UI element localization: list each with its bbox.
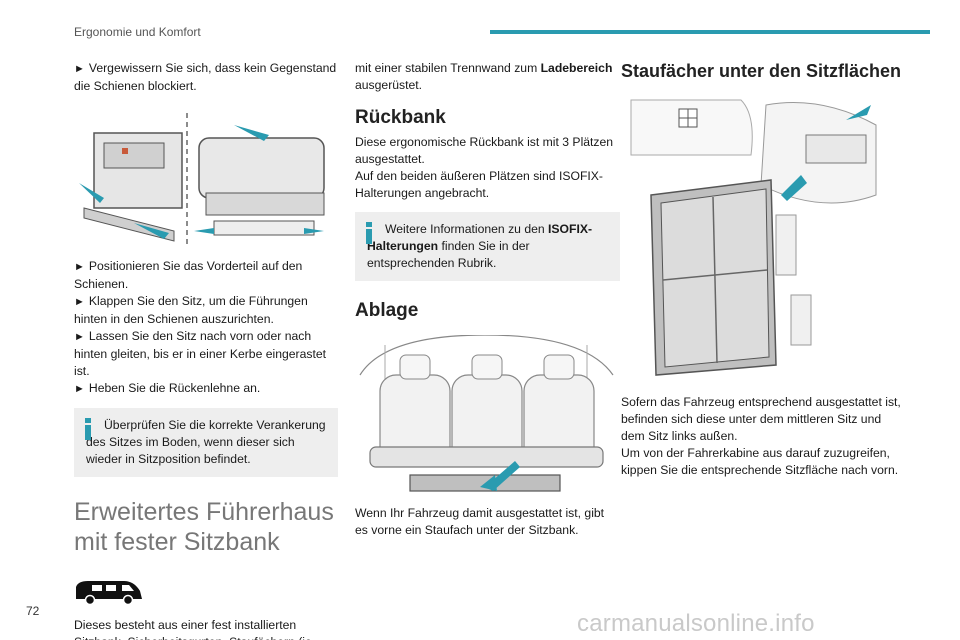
heading-rueckbank: Rückbank	[355, 107, 446, 128]
heading-staufaecher: Staufächer unter den Sitzflächen	[621, 61, 902, 81]
list-item: ►Klappen Sie den Sitz, um die Führungen …	[74, 294, 308, 326]
column-right: Staufächer unter den Sitzflächen Sofern …	[621, 60, 903, 479]
column-middle: mit einer stabilen Trennwand zum Ladeber…	[355, 60, 620, 539]
triangle-arrow-icon: ►	[74, 296, 85, 308]
list-item: ►Lassen Sie den Sitz nach vorn oder nach…	[74, 329, 327, 378]
paragraph-ablage: Wenn Ihr Fahrzeug damit ausgestattet ist…	[355, 506, 605, 537]
list-item: ►Heben Sie die Rückenlehne an.	[74, 381, 261, 395]
page-number: 72	[26, 604, 40, 618]
info-icon	[82, 418, 94, 440]
seat-rails-drawing	[79, 113, 325, 248]
bullet-list-seat-steps: ►Positionieren Sie das Vorderteil auf de…	[74, 258, 338, 398]
triangle-arrow-icon: ►	[74, 331, 85, 343]
paragraph-rails-check: ►Vergewissern Sie sich, dass kein Gegens…	[74, 61, 337, 93]
van-icon	[74, 577, 338, 607]
info-box-isofix: Weitere Informationen zu den ISOFIX-Halt…	[355, 212, 620, 281]
info-icon	[363, 222, 375, 244]
paragraph-rueckbank-seats: Diese ergonomische Rückbank ist mit 3 Pl…	[355, 135, 614, 166]
heading-ablage: Ablage	[355, 300, 419, 321]
section-heading-extended-cab: Erweitertes Führerhaus mit fester Sitzba…	[74, 498, 334, 556]
paragraph-rueckbank-isofix: Auf den beiden äußeren Plätzen sind ISOF…	[355, 169, 603, 200]
paragraph-partition: mit einer stabilen Trennwand zum Ladeber…	[355, 61, 613, 92]
bench-storage-drawing	[359, 335, 614, 492]
triangle-arrow-icon: ►	[74, 261, 85, 273]
paragraph-extended-cab: Dieses besteht aus einer fest installier…	[74, 618, 312, 640]
paragraph-staufaecher-location: Sofern das Fahrzeug entsprechend ausgest…	[621, 395, 901, 443]
watermark: carmanualsonline.info	[577, 610, 815, 637]
seat-rails-illustration	[74, 113, 337, 248]
column-left: ►Vergewissern Sie sich, dass kein Gegens…	[74, 60, 338, 640]
bench-storage-illustration	[355, 335, 618, 495]
underseat-storage-illustration	[621, 95, 883, 382]
triangle-arrow-icon: ►	[74, 63, 85, 75]
header-accent-bar	[490, 30, 930, 34]
info-box-anchoring: Überprüfen Sie die korrekte Verankerung …	[74, 408, 338, 477]
underseat-storage-drawing	[630, 99, 877, 376]
paragraph-staufaecher-access: Um von der Fahrerkabine aus darauf zuzug…	[621, 446, 899, 477]
list-item: ►Positionieren Sie das Vorderteil auf de…	[74, 259, 303, 291]
triangle-arrow-icon: ►	[74, 383, 85, 395]
running-header-title: Ergonomie und Komfort	[74, 25, 201, 39]
